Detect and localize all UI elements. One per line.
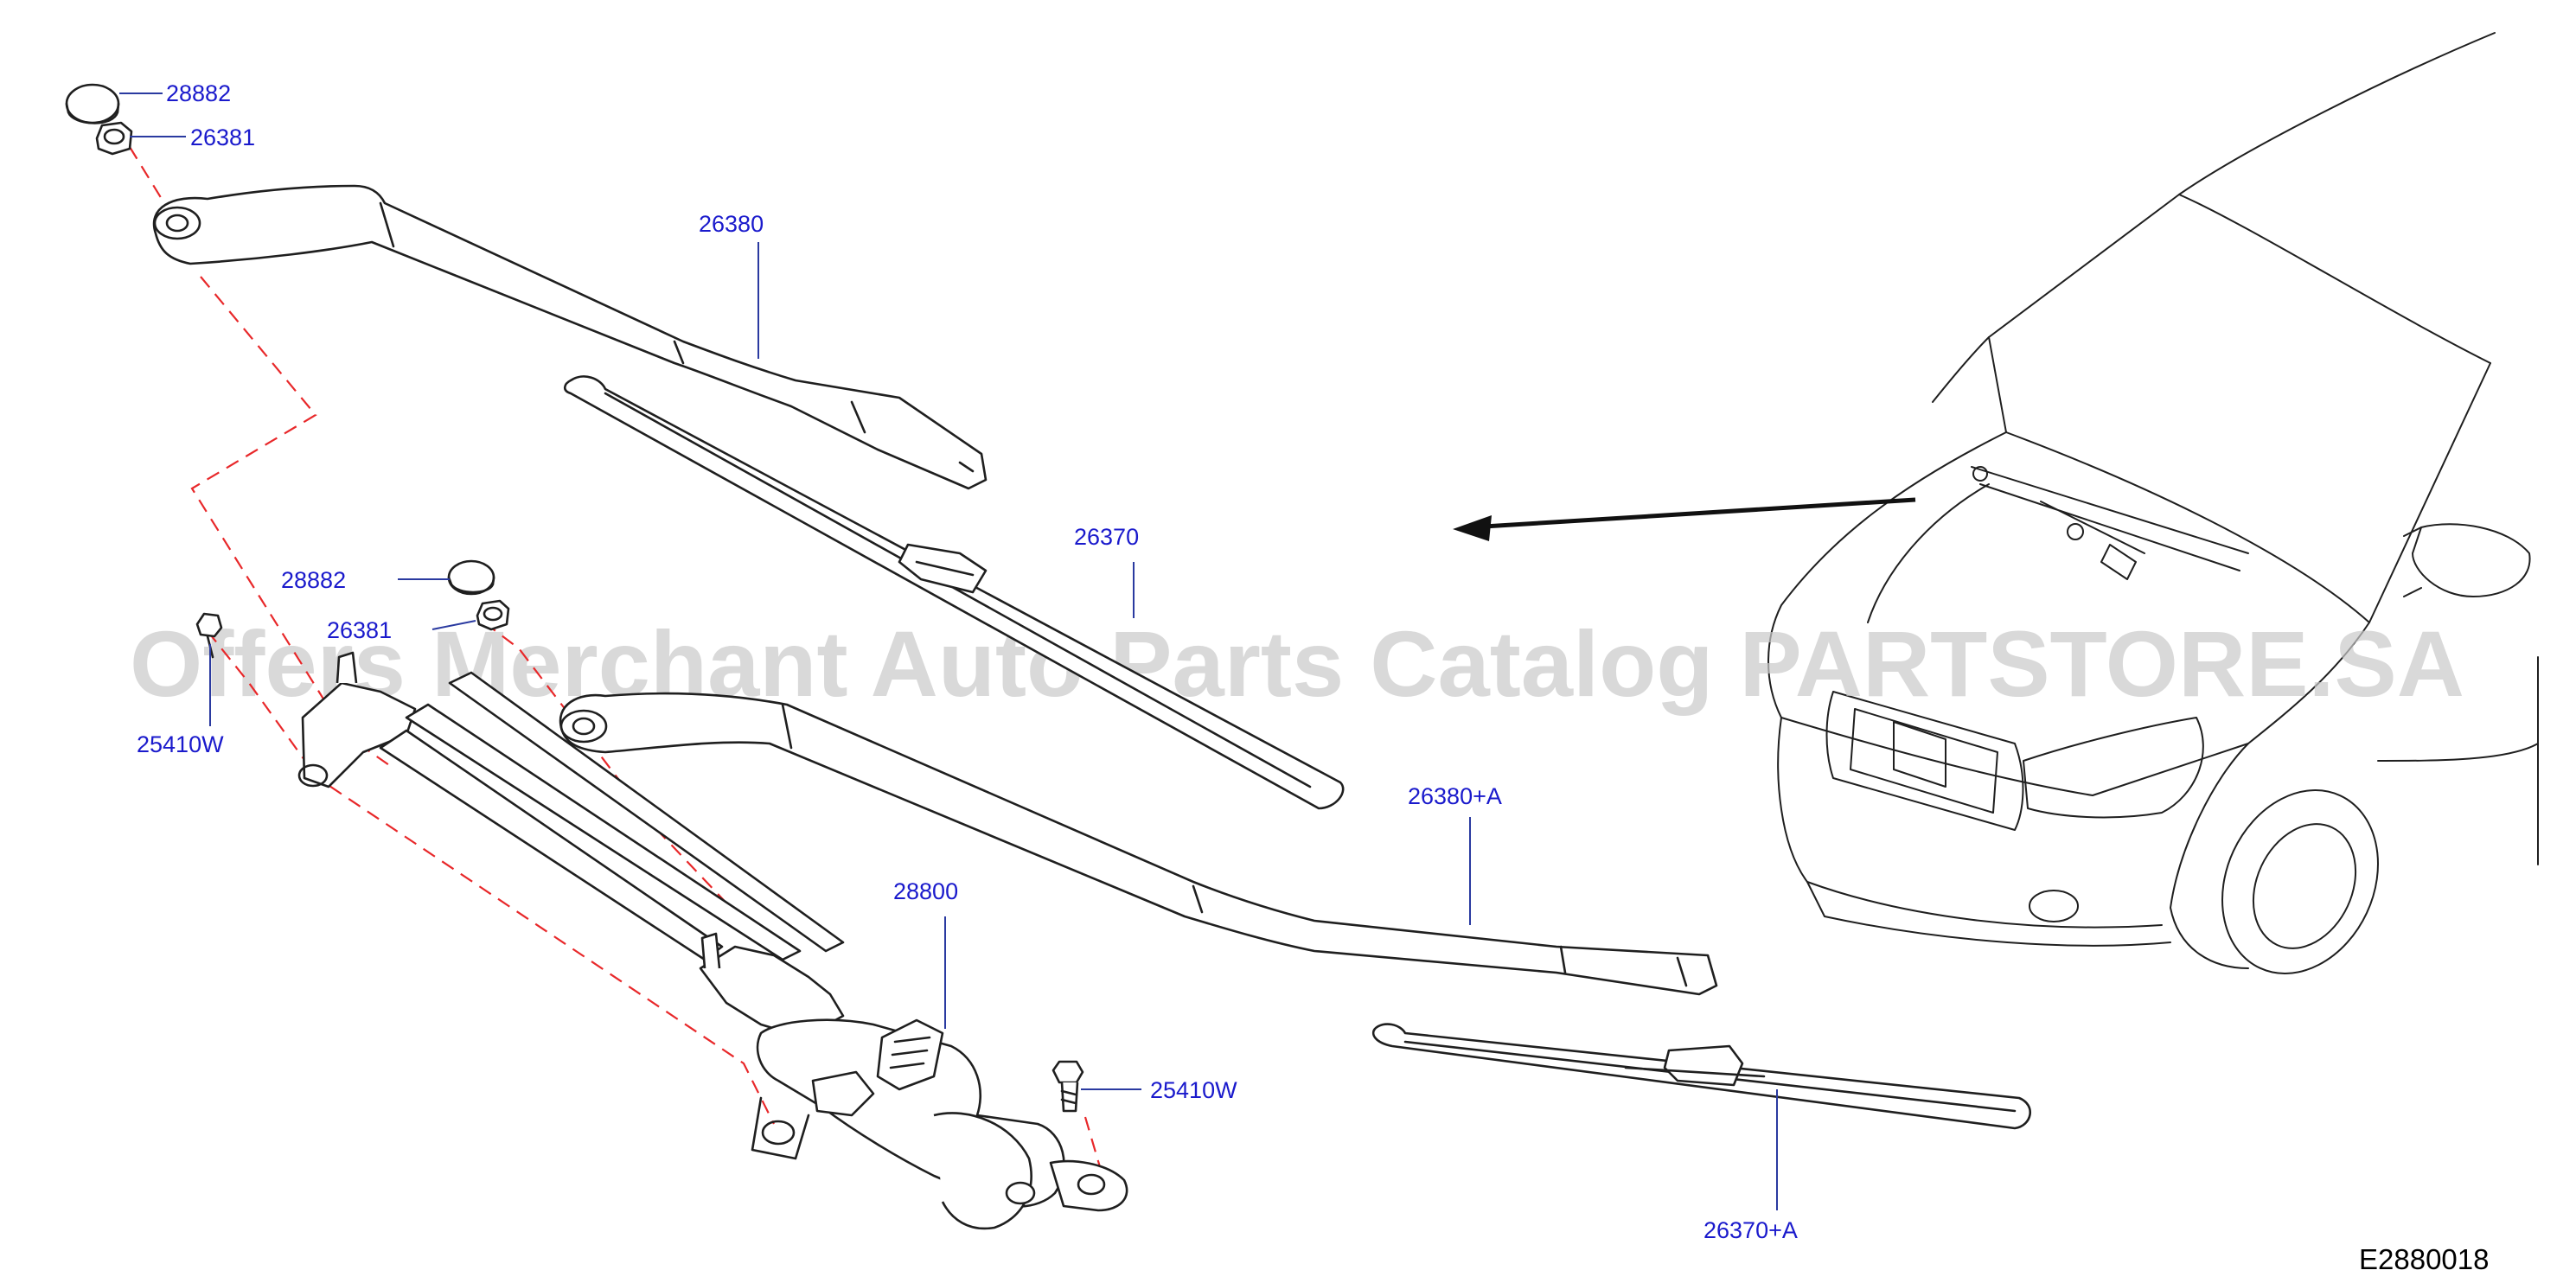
locator-arrow bbox=[1453, 497, 1916, 541]
label-wiper-blade-26370a: 26370+A bbox=[1703, 1217, 1798, 1243]
leader-lines bbox=[119, 93, 1778, 1210]
label-nut-26381-top: 26381 bbox=[190, 124, 255, 150]
wiper-linkage-motor-28800 bbox=[297, 651, 1128, 1230]
vehicle-outline bbox=[1767, 32, 2539, 974]
label-wiper-arm-26380a: 26380+A bbox=[1408, 783, 1502, 809]
wiper-arm-26380 bbox=[152, 184, 988, 490]
label-linkage-motor-28800: 28800 bbox=[893, 878, 958, 904]
wiper-arm-26380a bbox=[559, 692, 1718, 996]
label-wiper-arm-26380: 26380 bbox=[699, 211, 764, 237]
wiper-blade-26370a bbox=[1371, 1023, 2032, 1130]
part-labels: 28882 26381 26380 26370 28882 26381 2541… bbox=[137, 80, 1798, 1243]
label-cap-28882-top: 28882 bbox=[166, 80, 231, 106]
label-nut-26381-mid: 26381 bbox=[327, 617, 392, 643]
cap-28882-mid bbox=[447, 559, 495, 596]
watermark-text: Offers Merchant Auto Parts Catalog PARTS… bbox=[130, 611, 2464, 716]
nut-26381-top bbox=[95, 121, 133, 156]
label-cap-28882-mid: 28882 bbox=[281, 567, 346, 593]
cap-28882-top bbox=[65, 83, 120, 124]
label-bolt-25410w-left: 25410W bbox=[137, 731, 224, 757]
bolt-25410w-right bbox=[1051, 1060, 1084, 1113]
bolt-25410w-left bbox=[195, 612, 223, 659]
diagram-code: E2880018 bbox=[2359, 1243, 2489, 1275]
nut-26381-mid bbox=[476, 599, 510, 631]
wiper-blade-26370 bbox=[563, 375, 1345, 810]
label-wiper-blade-26370: 26370 bbox=[1074, 524, 1139, 550]
label-bolt-25410w-right: 25410W bbox=[1150, 1077, 1237, 1103]
